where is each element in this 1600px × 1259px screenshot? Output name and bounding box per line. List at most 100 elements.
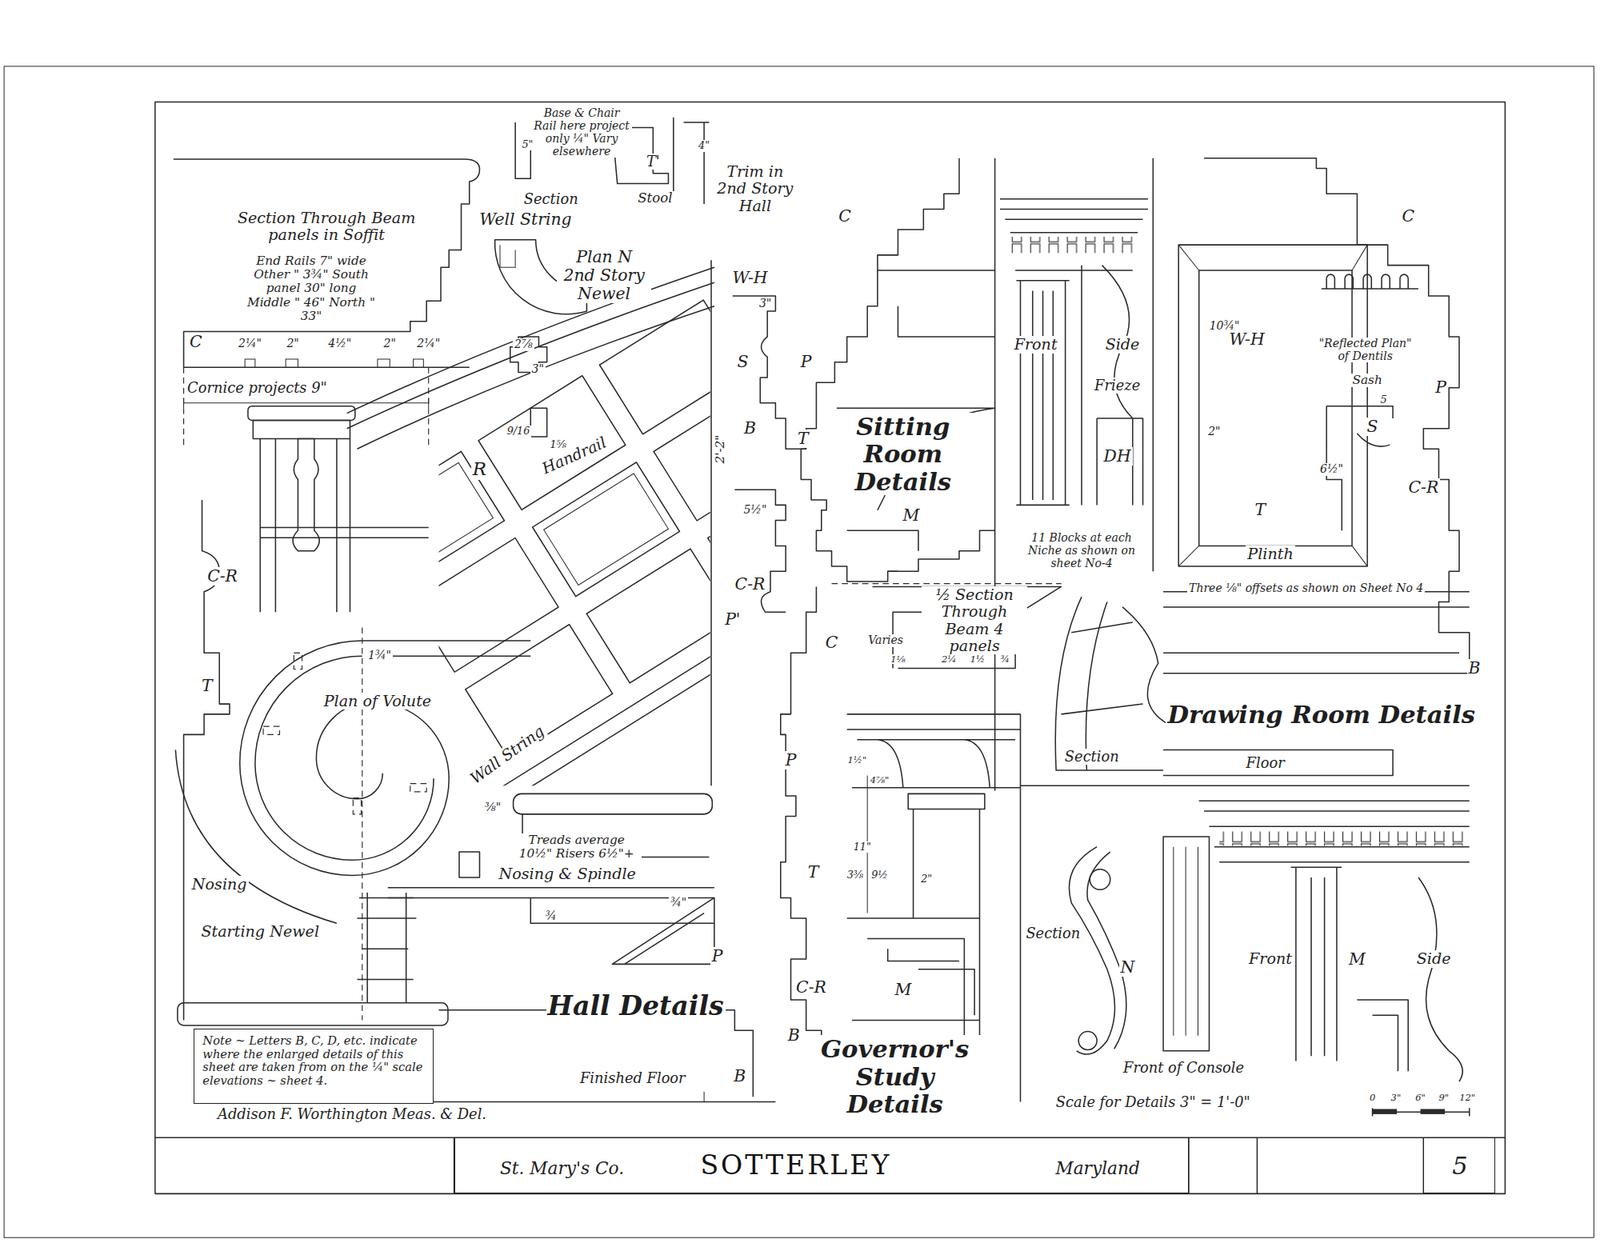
annotation-label: Side bbox=[1104, 336, 1142, 353]
annotation-label: Side bbox=[1415, 950, 1453, 968]
annotation-label: ½ Section Through Beam 4 panels bbox=[921, 586, 1028, 656]
annotation-label: P bbox=[710, 947, 725, 966]
annotation-label: 6" bbox=[1413, 1092, 1428, 1104]
console-and-entablature bbox=[1291, 867, 1343, 1061]
annotation-label: T bbox=[806, 863, 821, 882]
annotation-label: T bbox=[1252, 500, 1268, 520]
annotation-label: Treads average 10½" Risers 6½"+ bbox=[511, 833, 642, 861]
hall-cornice-section bbox=[173, 117, 710, 450]
annotation-label: Front bbox=[1012, 336, 1060, 353]
drawing-room-profiles bbox=[1055, 596, 1168, 771]
annotation-label: Plan of Volute bbox=[322, 692, 433, 710]
annotation-label: C-R bbox=[205, 567, 240, 586]
annotation-label: "Reflected Plan" of Dentils bbox=[1315, 337, 1416, 363]
annotation-label: 9" bbox=[1437, 1092, 1452, 1104]
annotation-label: M bbox=[901, 506, 922, 525]
volute-plan bbox=[255, 656, 434, 860]
console-and-entablature bbox=[1087, 852, 1127, 1049]
annotation-label: W-H bbox=[730, 268, 769, 288]
annotation-label: T bbox=[796, 429, 811, 448]
stair-panels bbox=[544, 473, 669, 586]
annotation-label: Trim in 2nd Story Hall bbox=[710, 163, 800, 215]
volute-plan bbox=[361, 627, 363, 1020]
annotation-label: C-R bbox=[1406, 478, 1440, 497]
note-box: Note ~ Letters B, C, D, etc. indicate wh… bbox=[193, 1028, 434, 1104]
console-and-entablature bbox=[1078, 1032, 1097, 1051]
annotation-label: 5 bbox=[1379, 394, 1389, 406]
console-and-entablature bbox=[1356, 1000, 1408, 1072]
scale-bar bbox=[1372, 1108, 1470, 1116]
annotation-label: 5½" bbox=[741, 504, 768, 517]
sitting-room-entablature bbox=[1000, 158, 1153, 572]
governors-study-profiles bbox=[913, 808, 980, 918]
title-block-text: St. Mary's Co. bbox=[500, 1159, 624, 1180]
sheet-number: 5 bbox=[1452, 1152, 1468, 1180]
hall-cornice-section bbox=[244, 359, 424, 368]
stair-panels bbox=[438, 538, 559, 673]
annotation-label: C-R bbox=[794, 978, 828, 997]
annotation-label: ¾ bbox=[544, 910, 559, 924]
console-and-entablature bbox=[1219, 832, 1464, 847]
annotation-label: T bbox=[200, 676, 215, 696]
annotation-label: Three ⅛" offsets as shown on Sheet No 4 bbox=[1187, 582, 1425, 596]
annotation-label: Sash bbox=[1351, 373, 1384, 388]
console-and-entablature bbox=[1173, 847, 1199, 1036]
hall-profiles bbox=[177, 1003, 448, 1026]
annotation-label: 1⅝ bbox=[548, 439, 568, 451]
volute-plan bbox=[175, 750, 337, 924]
scale-bar bbox=[1420, 1108, 1446, 1114]
hall-profiles bbox=[459, 852, 480, 878]
governors-study-profiles bbox=[780, 586, 1062, 1102]
annotation-label: 1½ bbox=[968, 654, 987, 665]
sitting-room-entablature bbox=[1000, 158, 1153, 572]
annotation-label: 2⅞ bbox=[512, 338, 535, 352]
hall-profiles bbox=[356, 892, 416, 1004]
hall-profiles bbox=[704, 1092, 705, 1103]
console-and-entablature bbox=[1020, 785, 1470, 1082]
sheet-frame bbox=[4, 66, 1594, 1238]
stair-panels bbox=[586, 548, 711, 684]
annotation-label: 1⅛ bbox=[888, 654, 907, 665]
annotation-label: M bbox=[1347, 950, 1368, 969]
stair-panels bbox=[708, 472, 711, 608]
title-block-cell: 5 bbox=[1423, 1137, 1495, 1194]
hall-profiles bbox=[177, 500, 776, 1103]
scale-bar bbox=[1372, 1108, 1470, 1116]
annotation-label: W-H bbox=[1228, 330, 1267, 349]
annotation-label: 2" bbox=[382, 337, 398, 351]
annotation-label: Starting Newel bbox=[199, 923, 321, 940]
newel-and-handrail bbox=[710, 260, 712, 786]
annotation-label: C bbox=[824, 633, 840, 652]
annotation-label: Varies bbox=[866, 634, 905, 648]
console-and-entablature bbox=[1418, 877, 1463, 1082]
console-and-entablature bbox=[1163, 836, 1209, 1052]
sitting-room-profiles bbox=[832, 583, 1062, 584]
hall-profiles bbox=[428, 1010, 776, 1103]
volute-plan bbox=[410, 784, 427, 792]
volute-plan bbox=[293, 652, 302, 669]
annotation-label: 4½" bbox=[326, 337, 353, 351]
annotation-label: Front of Console bbox=[1121, 1060, 1246, 1076]
annotation-label: 2¼" bbox=[415, 337, 442, 351]
annotation-label: 3" bbox=[530, 363, 546, 376]
annotation-label: P bbox=[784, 751, 799, 770]
annotation-label: ⅜" bbox=[483, 801, 503, 815]
annotation-label: N bbox=[1119, 958, 1137, 977]
sheet-frame bbox=[155, 102, 1506, 1195]
console-and-entablature bbox=[1020, 785, 1470, 863]
annotation-label: Section bbox=[1063, 748, 1121, 765]
governors-study-profiles bbox=[872, 586, 1062, 668]
governors-study-profiles bbox=[908, 793, 985, 809]
section-heading: Sitting Room Details bbox=[817, 412, 989, 496]
annotation-label: Stool bbox=[636, 191, 674, 207]
newel-and-handrail bbox=[260, 438, 350, 612]
newel-and-handrail bbox=[248, 406, 356, 421]
annotation-label: Finished Floor bbox=[578, 1070, 688, 1087]
annotation-label: 2¼ bbox=[940, 654, 958, 665]
annotation-label: S bbox=[736, 352, 751, 372]
annotation-label: Wall String bbox=[465, 721, 548, 788]
annotation-label: 4⅞" bbox=[868, 775, 892, 786]
console-and-entablature bbox=[1068, 847, 1115, 1055]
annotation-label: Frieze bbox=[1092, 377, 1142, 394]
